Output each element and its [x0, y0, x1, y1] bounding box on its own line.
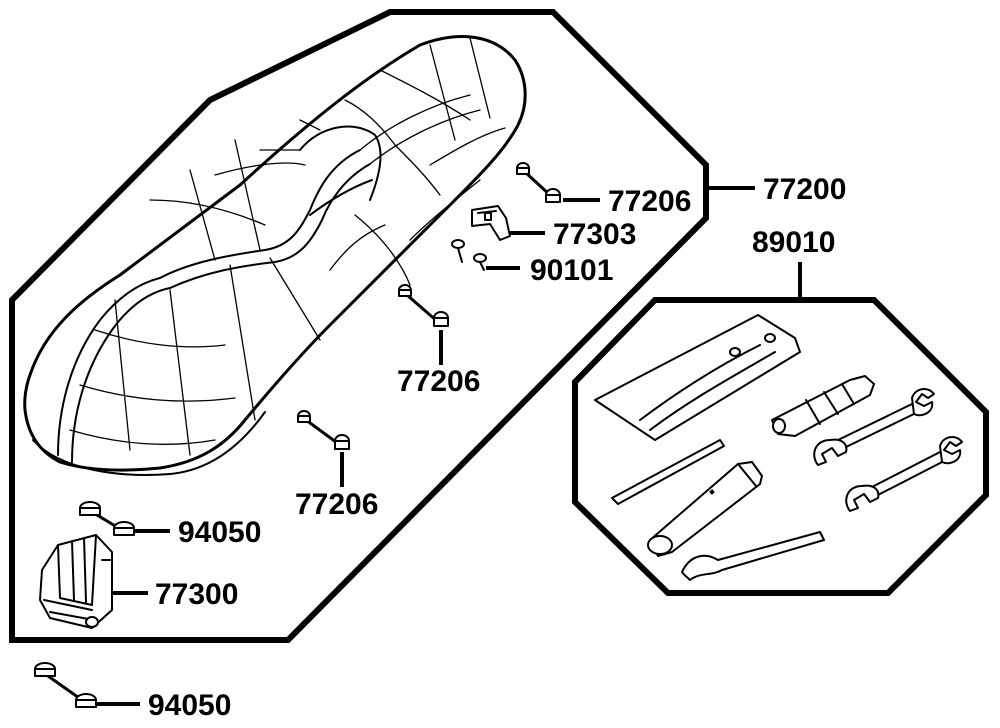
- nut-94050-lower: [34, 662, 97, 708]
- label-77206-lower: 77206: [295, 488, 378, 521]
- label-90101: 90101: [530, 254, 613, 287]
- hinge-77300: [39, 534, 113, 629]
- wrench-lower: [869, 451, 947, 497]
- screwdriver: [771, 375, 875, 437]
- bumper-77206-upper: [516, 162, 561, 203]
- seat-illustration: [23, 35, 527, 476]
- label-89010: 89010: [752, 226, 835, 259]
- tool-pouch: [594, 314, 801, 441]
- seat-group-outline: [9, 9, 709, 643]
- label-77200: 77200: [763, 173, 846, 206]
- latch-77303: [471, 205, 511, 241]
- bumper-77206-middle: [398, 284, 449, 327]
- wrench-upper: [837, 403, 919, 449]
- nut-94050-upper: [79, 501, 135, 536]
- toolkit-group-outline: [572, 297, 989, 596]
- bolt-90101: [451, 239, 487, 271]
- bumper-77206-lower: [297, 410, 350, 450]
- label-77206-middle: 77206: [397, 365, 480, 398]
- tool-rod: [611, 439, 725, 505]
- label-94050-lower: 94050: [148, 689, 231, 722]
- leader-lines: [96, 186, 802, 706]
- label-77300: 77300: [155, 578, 238, 611]
- label-94050-upper: 94050: [178, 516, 261, 549]
- label-77206-upper: 77206: [608, 185, 691, 218]
- hook-spanner: [681, 531, 825, 581]
- label-77303: 77303: [553, 218, 636, 251]
- box-spanner: [649, 461, 763, 557]
- toolkit-illustration: [594, 314, 963, 581]
